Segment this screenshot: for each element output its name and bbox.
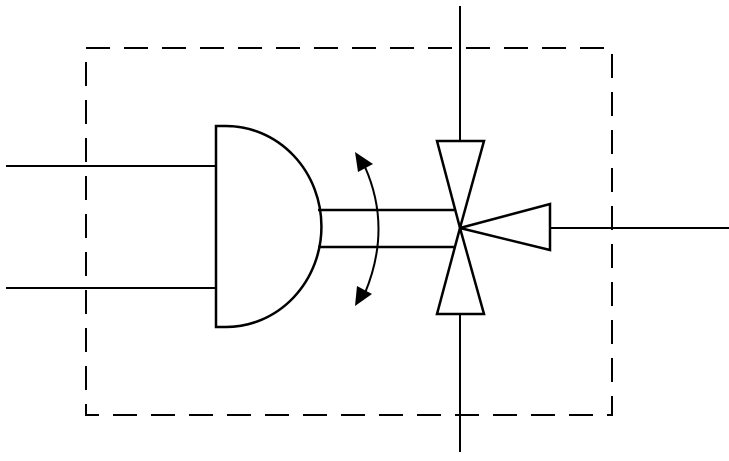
rotation-arrow-icon <box>355 152 380 306</box>
actuator-body <box>214 124 323 329</box>
dashed-boundary <box>85 47 613 416</box>
three-way-valve-icon <box>435 139 552 316</box>
